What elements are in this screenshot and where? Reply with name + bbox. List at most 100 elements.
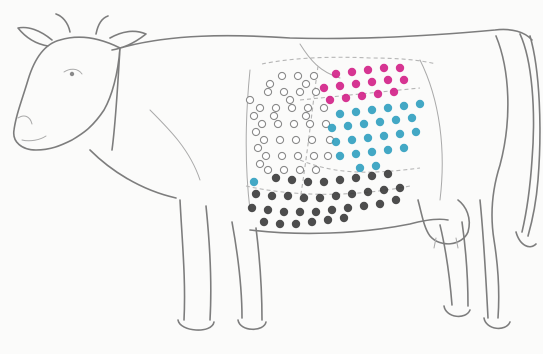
- dot-mid-flank: [400, 144, 408, 152]
- dot-lower-abdomen: [368, 172, 376, 180]
- dot-chest-open: [256, 104, 263, 111]
- dot-chest-open: [302, 80, 309, 87]
- dot-upper-back: [364, 66, 372, 74]
- dot-lower-abdomen: [344, 204, 352, 212]
- dot-lower-abdomen: [288, 176, 296, 184]
- dot-mid-flank: [372, 162, 380, 170]
- dot-chest-open: [264, 88, 271, 95]
- dot-lower-abdomen: [268, 192, 276, 200]
- dot-upper-back: [380, 64, 388, 72]
- cow-head: [14, 14, 146, 150]
- dot-upper-back: [390, 88, 398, 96]
- dot-mid-flank: [368, 148, 376, 156]
- dot-mid-flank: [384, 146, 392, 154]
- dot-chest-open: [256, 160, 263, 167]
- dot-mid-flank: [396, 130, 404, 138]
- dot-chest-open: [290, 120, 297, 127]
- dot-mid-flank: [392, 116, 400, 124]
- dot-lower-abdomen: [340, 214, 348, 222]
- dot-chest-open: [272, 104, 279, 111]
- dot-chest-open: [294, 72, 301, 79]
- dot-chest-open: [246, 96, 253, 103]
- dot-lower-abdomen: [376, 200, 384, 208]
- dot-mid-flank: [416, 100, 424, 108]
- dot-chest-open: [264, 166, 271, 173]
- dot-mid-flank: [364, 134, 372, 142]
- dot-chest-open: [286, 96, 293, 103]
- dot-lower-abdomen: [304, 178, 312, 186]
- dot-lower-abdomen: [248, 204, 256, 212]
- dot-mid-flank: [332, 138, 340, 146]
- dot-lower-abdomen: [320, 178, 328, 186]
- dot-mid-flank: [356, 164, 364, 172]
- dot-chest-open: [278, 72, 285, 79]
- dot-lower-abdomen: [332, 192, 340, 200]
- dot-lower-abdomen: [260, 218, 268, 226]
- dot-lower-abdomen: [280, 208, 288, 216]
- dot-mid-flank: [336, 152, 344, 160]
- dot-upper-back: [326, 96, 334, 104]
- dot-mid-flank: [380, 132, 388, 140]
- dot-chest-open: [274, 120, 281, 127]
- dot-mid-flank: [344, 122, 352, 130]
- dot-chest-open: [280, 88, 287, 95]
- dot-mid-flank: [368, 106, 376, 114]
- dot-chest-open: [304, 104, 311, 111]
- dot-lower-abdomen: [284, 192, 292, 200]
- dot-upper-back: [368, 78, 376, 86]
- dot-upper-back: [332, 70, 340, 78]
- dot-upper-back: [348, 68, 356, 76]
- dot-upper-back: [342, 94, 350, 102]
- dot-upper-back: [384, 76, 392, 84]
- dot-chest-open: [294, 152, 301, 159]
- dot-mid-flank: [412, 128, 420, 136]
- dot-upper-back: [374, 90, 382, 98]
- dot-chest-open: [258, 120, 265, 127]
- dot-mid-flank: [400, 102, 408, 110]
- dot-mid-flank: [328, 124, 336, 132]
- dot-lower-abdomen: [296, 208, 304, 216]
- dot-chest-open: [262, 152, 269, 159]
- dot-mid-flank: [336, 110, 344, 118]
- dot-chest-open: [306, 120, 313, 127]
- dot-chest-open: [296, 166, 303, 173]
- dot-lower-abdomen: [316, 194, 324, 202]
- dot-lower-abdomen: [276, 220, 284, 228]
- dot-upper-back: [400, 76, 408, 84]
- dot-upper-back: [352, 80, 360, 88]
- dot-chest-open: [312, 166, 319, 173]
- dot-lower-abdomen: [360, 202, 368, 210]
- dot-chest-open: [270, 112, 277, 119]
- dot-lower-abdomen: [292, 220, 300, 228]
- dot-chest-open: [320, 104, 327, 111]
- dot-lower-abdomen: [336, 176, 344, 184]
- dot-lower-abdomen: [300, 194, 308, 202]
- dot-lower-abdomen: [312, 208, 320, 216]
- dot-mid-flank: [348, 136, 356, 144]
- dot-mid-flank: [352, 108, 360, 116]
- dot-lower-abdomen: [380, 186, 388, 194]
- dot-mid-flank: [352, 150, 360, 158]
- dot-mid-flank: [384, 104, 392, 112]
- dot-chest-open: [302, 112, 309, 119]
- dot-lower-abdomen: [272, 174, 280, 182]
- dot-chest-open: [276, 136, 283, 143]
- dot-chest-open: [260, 136, 267, 143]
- dot-lower-abdomen: [352, 174, 360, 182]
- dot-chest-open: [310, 72, 317, 79]
- dot-chest-open: [288, 104, 295, 111]
- dot-lower-abdomen: [396, 184, 404, 192]
- dot-lower-abdomen: [264, 206, 272, 214]
- dot-mid-flank: [376, 118, 384, 126]
- dot-chest-open: [280, 166, 287, 173]
- dot-upper-back: [396, 64, 404, 72]
- dot-chest-open: [324, 152, 331, 159]
- dot-chest-open: [254, 144, 261, 151]
- dot-zone-upper-back: [320, 64, 408, 104]
- dot-lower-abdomen: [364, 188, 372, 196]
- dot-chest-open: [312, 88, 319, 95]
- dot-mid-flank: [360, 120, 368, 128]
- dot-lower-abdomen: [328, 206, 336, 214]
